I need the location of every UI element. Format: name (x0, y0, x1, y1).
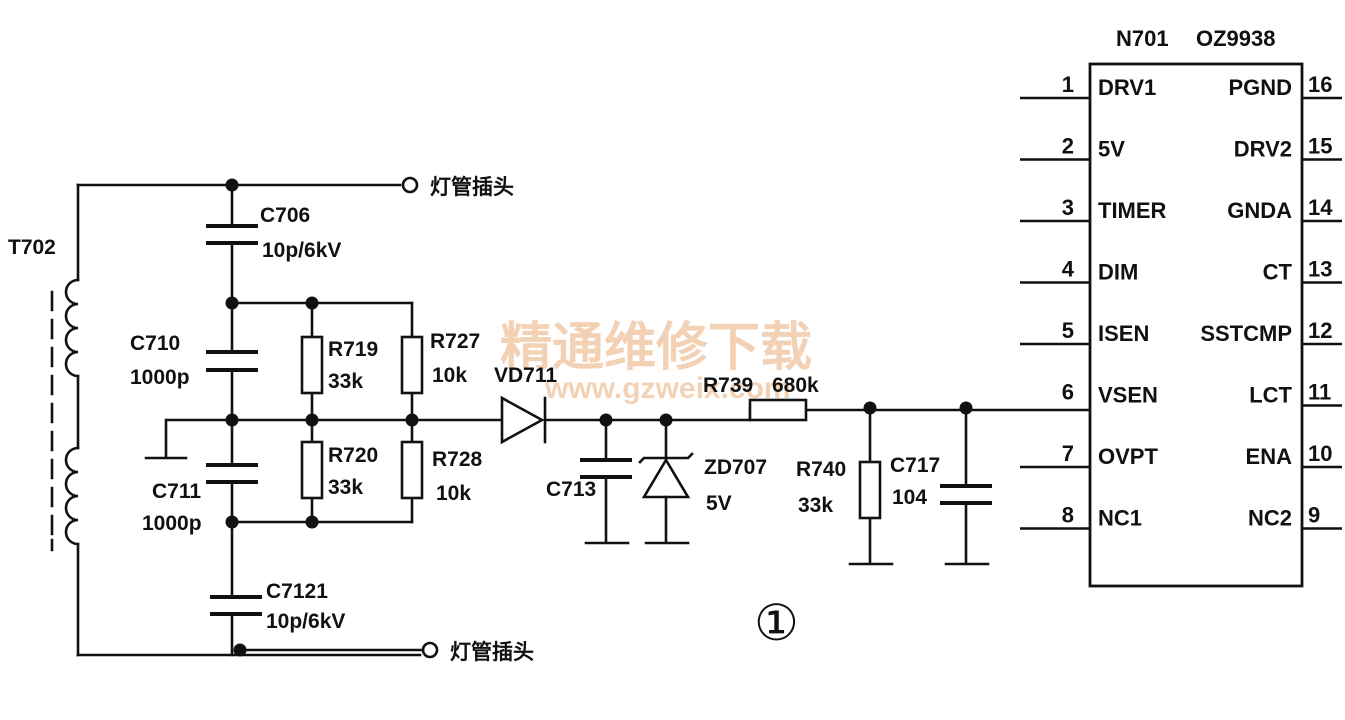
capacitor-c711: C711 1000p (142, 463, 258, 535)
label-r740-value: 33k (798, 494, 833, 517)
label-r727-ref: R727 (430, 330, 480, 353)
capacitor-c710: C710 1000p (130, 332, 258, 389)
label-r739-value: 680k (772, 374, 819, 397)
zener-zd707: ZD707 5V (638, 418, 767, 545)
connector-top-terminal (401, 176, 419, 194)
ic-pin-2-name: 5V (1098, 137, 1125, 162)
label-c711-ref: C711 (152, 480, 201, 503)
label-vd711: VD711 (494, 364, 557, 387)
ic-pin-8-name: NC1 (1098, 506, 1142, 531)
ic-pin-5-name: ISEN (1098, 321, 1149, 346)
label-c7121-ref: C7121 (266, 580, 328, 603)
label-r719-ref: R719 (328, 338, 378, 361)
resistor-r740: R740 33k (796, 406, 894, 566)
wire-resistor-rails (230, 301, 414, 524)
transformer-t702: T702 (8, 183, 80, 657)
capacitor-c717: C717 104 (890, 406, 992, 566)
watermark-title: 精通维修下载 (500, 318, 812, 378)
ground-midpoint (144, 418, 234, 460)
ic-pin-12-number: 12 (1308, 318, 1332, 343)
label-c717-value: 104 (892, 486, 927, 509)
ic-pin-16-name: PGND (1228, 75, 1292, 100)
label-r740-ref: R740 (796, 458, 846, 481)
label-t702: T702 (8, 236, 56, 259)
label-r739-ref: R739 (703, 374, 753, 397)
label-c710-value: 1000p (130, 366, 190, 389)
resistor-r720: R720 33k (300, 440, 378, 500)
ic-pin-14-name: GNDA (1227, 198, 1292, 223)
ic-pin-7-name: OVPT (1098, 444, 1158, 469)
ic-pin-12-name: SSTCMP (1200, 321, 1292, 346)
ic-n701: N701 OZ9938 1 DRV1 2 5V 3 TIMER 4 DIM 5 ISEN 6 VSEN… (1020, 26, 1342, 588)
ic-pin-13-name: CT (1263, 260, 1293, 285)
ic-pin-10-number: 10 (1308, 441, 1332, 466)
label-c717-ref: C717 (890, 454, 940, 477)
ic-pin-1-name: DRV1 (1098, 75, 1156, 100)
label-r720-value: 33k (328, 476, 363, 499)
label-c706-ref: C706 (260, 204, 310, 227)
ic-pin-6-name: VSEN (1098, 383, 1158, 408)
ic-pin-4-number: 4 (1062, 257, 1075, 282)
resistor-r727: R727 10k (400, 330, 480, 395)
label-c711-value: 1000p (142, 512, 202, 535)
ic-pins: 1 DRV1 2 5V 3 TIMER 4 DIM 5 ISEN 6 VSEN 7 OVPT 8 NC1 16 P… (1020, 72, 1342, 531)
ic-pin-11-name: LCT (1249, 383, 1292, 408)
label-r720-ref: R720 (328, 444, 378, 467)
label-r728-ref: R728 (432, 448, 483, 471)
diode-vd711: VD711 (494, 364, 557, 445)
wire-signal-line (230, 408, 1092, 422)
label-r727-value: 10k (432, 364, 467, 387)
label-c706-value: 10p/6kV (262, 239, 341, 262)
resistor-r739: R739 680k (703, 374, 819, 422)
ic-pin-9-number: 9 (1308, 503, 1320, 528)
junction-dots (225, 178, 973, 657)
ic-ref: N701 (1116, 26, 1169, 51)
label-zd707-value: 5V (706, 492, 732, 515)
resistor-r728: R728 10k (400, 440, 483, 505)
ic-pin-15-name: DRV2 (1234, 137, 1292, 162)
label-r719-value: 33k (328, 370, 363, 393)
ic-pin-8-number: 8 (1062, 503, 1074, 528)
label-c713: C713 (546, 478, 596, 501)
ic-part: OZ9938 (1196, 26, 1276, 51)
capacitor-c713: C713 (546, 418, 632, 545)
ic-pin-1-number: 1 (1062, 72, 1074, 97)
label-c710-ref: C710 (130, 332, 180, 355)
label-c7121-value: 10p/6kV (266, 610, 345, 633)
ic-pin-15-number: 15 (1308, 134, 1332, 159)
ic-pin-5-number: 5 (1062, 318, 1074, 343)
capacitor-c7121: C7121 10p/6kV (210, 580, 345, 633)
ic-pin-9-name: NC2 (1248, 506, 1292, 531)
ic-pin-6-number: 6 (1062, 380, 1074, 405)
label-zd707-ref: ZD707 (704, 456, 767, 479)
ic-pin-3-number: 3 (1062, 195, 1074, 220)
ic-pin-7-number: 7 (1062, 441, 1074, 466)
ic-pin-14-number: 14 (1308, 195, 1333, 220)
ic-pin-13-number: 13 (1308, 257, 1332, 282)
connector-bottom-label: 灯管插头 (450, 640, 534, 664)
ic-pin-11-number: 11 (1308, 380, 1331, 405)
ic-pin-4-name: DIM (1098, 260, 1138, 285)
ic-pin-3-name: TIMER (1098, 198, 1167, 223)
ic-pin-2-number: 2 (1062, 134, 1074, 159)
ic-pin-16-number: 16 (1308, 72, 1332, 97)
figure-number: ① (754, 594, 799, 652)
capacitor-c706: C706 10p/6kV (206, 204, 341, 262)
resistor-r719: R719 33k (300, 335, 378, 395)
ic-pin-10-name: ENA (1246, 444, 1293, 469)
label-r728-value: 10k (436, 482, 471, 505)
connector-top-label: 灯管插头 (430, 175, 514, 199)
connector-bottom-terminal (421, 641, 439, 659)
